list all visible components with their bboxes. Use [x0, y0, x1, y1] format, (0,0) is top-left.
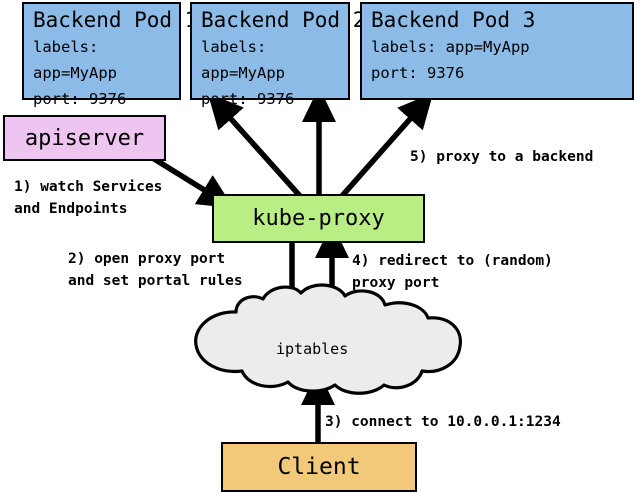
step-2-label-line1: 2) open proxy port: [68, 251, 226, 267]
step-5-label: 5) proxy to a backend: [410, 149, 594, 165]
backend-pod-1-box[interactable]: Backend Pod 1 labels: app=MyApp port: 93…: [22, 2, 198, 108]
client-box[interactable]: Client: [221, 442, 417, 492]
backend-pod-2-port: port: 9376: [201, 90, 295, 108]
backend-pod-3-box[interactable]: Backend Pod 3 labels: app=MyApp port: 93…: [360, 2, 634, 100]
backend-pod-1-labels: labels: app=MyApp: [33, 38, 117, 82]
step-4-label-line1: 4) redirect to (random): [352, 253, 553, 269]
backend-pod-1-port: port: 9376: [33, 90, 127, 108]
arrow-kubeproxy-to-pod1: [207, 92, 303, 198]
backend-pod-2-labels: labels: app=MyApp: [201, 38, 285, 82]
backend-pod-3-port: port: 9376: [371, 64, 465, 82]
iptables-label: iptables: [276, 340, 349, 358]
iptables-cloud: [194, 283, 462, 395]
step-1-label-line2: and Endpoints: [14, 201, 128, 217]
apiserver-label: apiserver: [24, 125, 145, 151]
backend-pod-3-title: Backend Pod 3: [371, 8, 536, 32]
step-4-label-line2: proxy port: [352, 275, 440, 291]
step-1-label-line1: 1) watch Services: [14, 179, 163, 195]
backend-pod-2-title: Backend Pod 2: [201, 8, 366, 32]
kube-proxy-box[interactable]: kube-proxy: [212, 194, 425, 243]
step-3-label: 3) connect to 10.0.0.1:1234: [325, 414, 561, 430]
backend-pod-2-box[interactable]: Backend Pod 2 labels: app=MyApp port: 93…: [190, 2, 366, 108]
arrow-apiserver-to-kubeproxy: [149, 154, 234, 209]
kube-proxy-label: kube-proxy: [252, 206, 385, 231]
arrow-kubeproxy-to-pod3: [339, 92, 434, 198]
client-label: Client: [277, 454, 361, 480]
backend-pod-3-labels: labels: app=MyApp: [371, 38, 530, 56]
backend-pod-1-title: Backend Pod 1: [33, 8, 198, 32]
apiserver-box[interactable]: apiserver: [3, 115, 166, 161]
step-2-label-line2: and set portal rules: [68, 273, 243, 289]
